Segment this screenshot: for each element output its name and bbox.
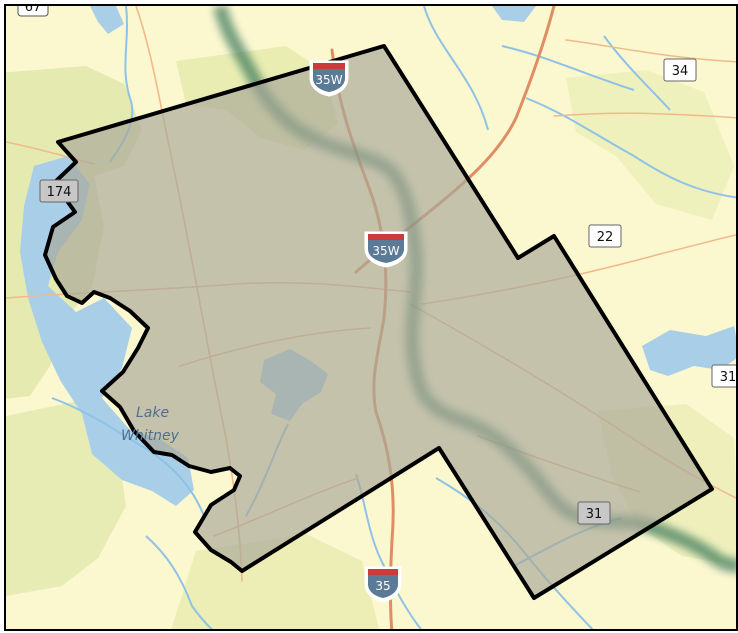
interstate-shield-35-bottom: 35 [364, 566, 402, 603]
river-east-curve [525, 97, 736, 199]
route-shield-34-box [663, 58, 697, 82]
route-shield-67: 67 [17, 6, 49, 17]
interstate-shield-35w-middle-blue [368, 240, 404, 263]
county-boundary [43, 44, 714, 600]
route-shield-22-text: 22 [597, 230, 614, 245]
river-south-mid [355, 473, 423, 629]
lake-north-central [492, 6, 536, 22]
route-shield-67-text: 67 [25, 6, 42, 15]
road-north-east [553, 112, 736, 119]
interstate-shield-35w-middle-text: 35W [372, 244, 399, 258]
lake-label-line2: Whitney [121, 428, 180, 444]
river-far-south-west [145, 535, 213, 629]
interstate-shield-35w-top-blue [313, 69, 345, 92]
county-map: Lake Whitney 67 174 34 22 31 31 [6, 6, 737, 629]
interstate-shield-35w-top-red [313, 63, 345, 69]
route-shield-22-box [588, 224, 622, 248]
lake-label: Lake Whitney [121, 405, 180, 444]
river-northeast-branch [501, 45, 635, 91]
interstate-shield-35-bottom-red [368, 569, 398, 575]
interstate-shield-35-bottom-blue [368, 575, 398, 598]
route-shield-31-east-box [711, 364, 736, 388]
map-frame: Lake Whitney 67 174 34 22 31 31 [4, 4, 738, 631]
route-shield-174: 174 [39, 179, 79, 203]
route-shield-31-south-text: 31 [586, 507, 603, 522]
interstate-shield-35w-middle: 35W [364, 231, 408, 268]
forest-patch-north-east [566, 70, 734, 220]
route-shield-31-south: 31 [577, 501, 611, 525]
route-shield-174-text: 174 [47, 185, 72, 200]
route-shield-67-box [17, 6, 49, 17]
interstate-shield-35w-middle-red [368, 234, 404, 240]
route-shield-22: 22 [588, 224, 622, 248]
interstate-shield-35-bottom-text: 35 [375, 579, 390, 593]
river-north-central [423, 6, 489, 131]
road-north-east-high [565, 39, 736, 63]
route-shield-174-box [39, 179, 79, 203]
route-shield-34: 34 [663, 58, 697, 82]
route-shield-31-east-text: 31 [720, 370, 737, 385]
river-west-lower [51, 397, 205, 517]
river-east-upper [603, 35, 671, 111]
interstate-shield-35w-top: 35W [309, 60, 349, 97]
lake-north-west [90, 6, 124, 34]
route-shield-31-south-box [577, 501, 611, 525]
route-shield-31-east: 31 [711, 364, 737, 388]
interstate-shield-35w-top-text: 35W [315, 73, 342, 87]
lake-label-line1: Lake [136, 405, 169, 421]
route-shield-34-text: 34 [672, 64, 689, 79]
lake-east [642, 326, 736, 376]
